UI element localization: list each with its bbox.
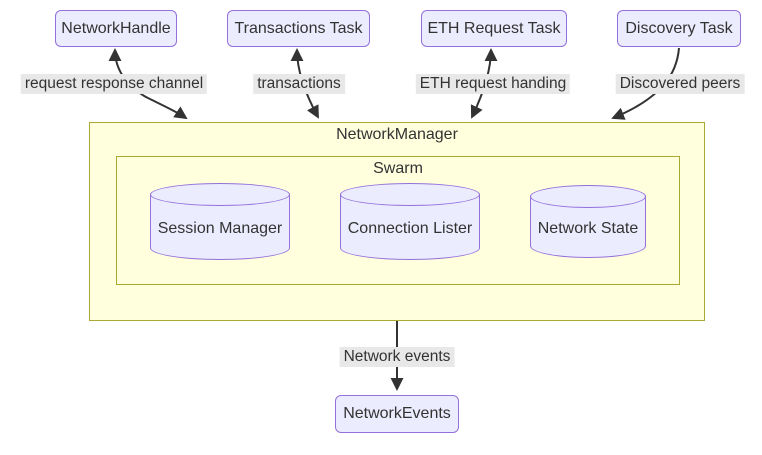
node-eth-request-task: ETH Request Task: [421, 10, 567, 47]
edge-label-discovered-peers: Discovered peers: [615, 74, 745, 94]
edge-request-response-channel: [108, 48, 188, 120]
node-discovery-task: Discovery Task: [617, 10, 741, 47]
node-transactions-task-label: Transactions Task: [234, 19, 363, 37]
node-discovery-task-label: Discovery Task: [625, 19, 733, 37]
cylinder-top: [340, 183, 480, 206]
node-network-state: Network State: [530, 185, 646, 258]
node-network-events: NetworkEvents: [335, 395, 459, 433]
cylinder-top: [150, 183, 290, 206]
node-network-events-label: NetworkEvents: [343, 405, 451, 422]
node-transactions-task: Transactions Task: [227, 10, 370, 47]
node-connection-lister-label: Connection Lister: [347, 220, 473, 237]
node-network-handle: NetworkHandle: [55, 10, 177, 47]
edge-label-transactions: transactions: [253, 74, 345, 94]
node-network-state-label: Network State: [537, 220, 639, 237]
cluster-swarm-label: Swarm: [373, 160, 423, 177]
cylinder-top: [530, 185, 646, 208]
node-session-manager: Session Manager: [150, 183, 290, 260]
cylinder-body: [340, 194, 480, 260]
node-network-handle-label: NetworkHandle: [61, 19, 171, 37]
node-eth-request-task-label: ETH Request Task: [427, 19, 561, 37]
node-connection-lister: Connection Lister: [340, 183, 480, 260]
edge-label-eth-request-handing: ETH request handing: [415, 74, 571, 94]
edge-label-request-response-channel: request response channel: [20, 74, 208, 94]
node-session-manager-label: Session Manager: [157, 220, 283, 237]
cluster-network-manager-label: NetworkManager: [336, 126, 458, 143]
edge-label-network-events: Network events: [339, 347, 455, 367]
